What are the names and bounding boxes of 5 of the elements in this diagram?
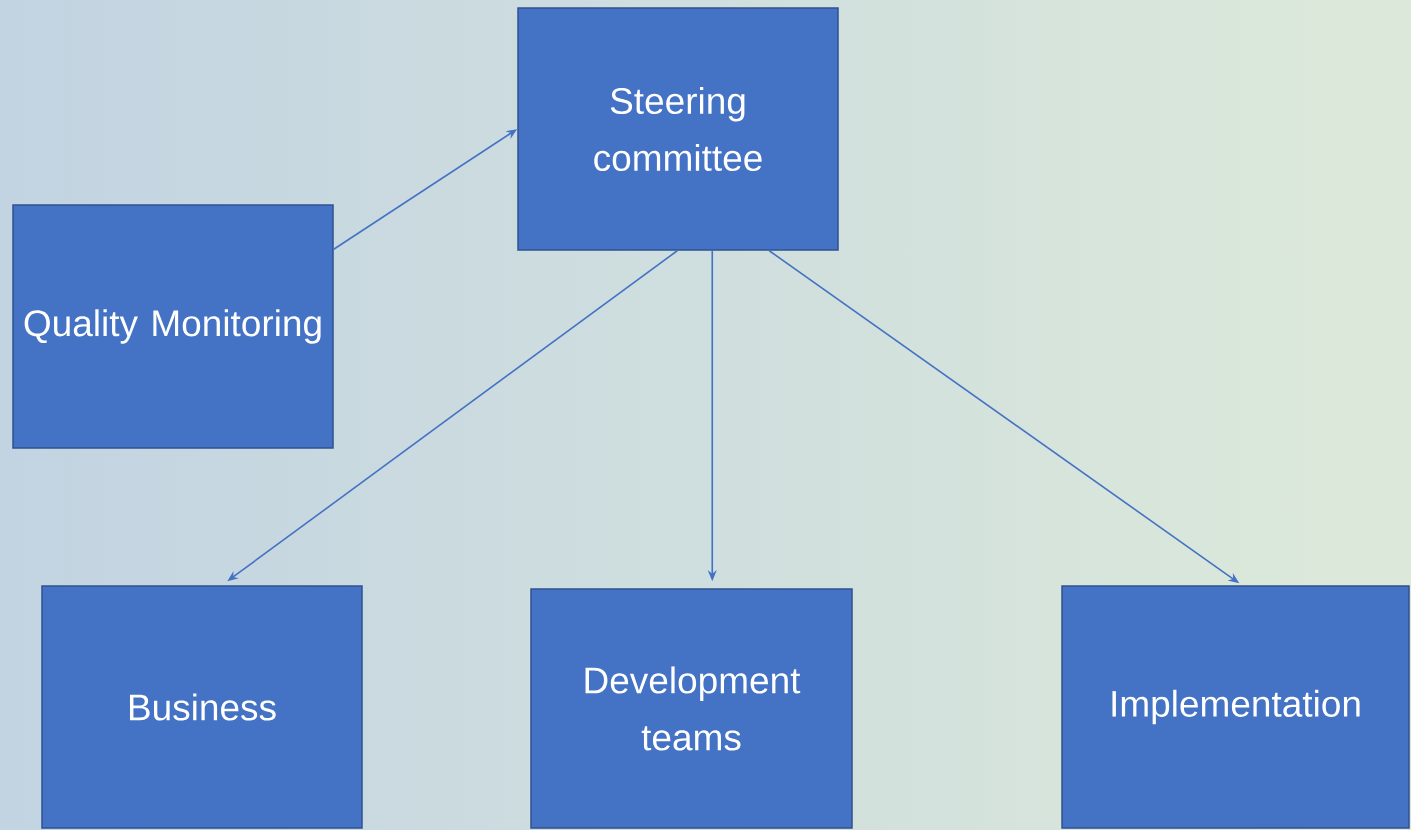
process-box: Business [41,585,363,829]
process-box: Steering committee [517,7,839,251]
process-box: Development teams [530,588,853,829]
process-box: Quality Monitoring [12,204,334,449]
process-box: Implementation [1061,585,1410,829]
